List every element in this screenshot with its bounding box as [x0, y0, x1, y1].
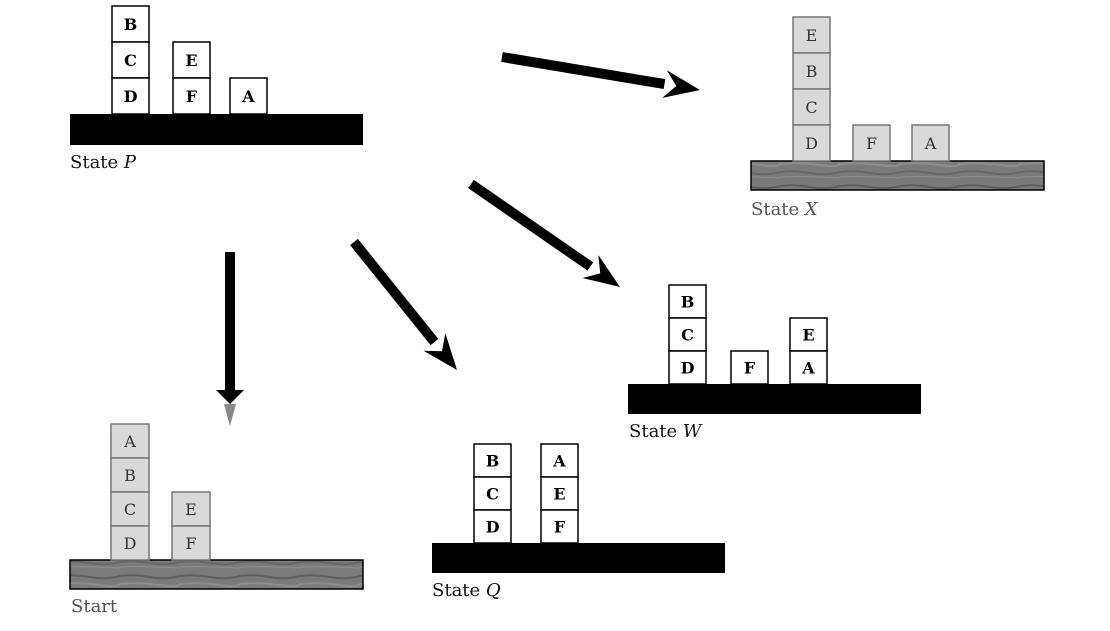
block-letter: C	[124, 500, 136, 519]
block-letter: D	[124, 87, 138, 106]
state-q-label: State Q	[432, 580, 501, 601]
state-w: BCD F EA	[628, 284, 921, 414]
block-letter: B	[681, 293, 695, 312]
block-letter: A	[552, 452, 566, 471]
state-w-label: State W	[629, 421, 701, 442]
block-b: B	[668, 284, 707, 319]
block-f: F	[730, 350, 769, 385]
table-surface	[69, 559, 364, 590]
block-letter: F	[744, 359, 756, 378]
start-state-label: Start	[71, 596, 117, 617]
table-surface	[432, 543, 725, 573]
block-a: A	[110, 423, 150, 459]
block-e: E	[540, 476, 579, 511]
state-q-label-name: Q	[485, 580, 501, 601]
block-letter: D	[486, 518, 500, 537]
block-c: C	[668, 317, 707, 352]
block-a: A	[229, 77, 268, 115]
state-q: BCD AEF	[432, 443, 725, 573]
block-letter: F	[866, 134, 877, 153]
start-state-label-prefix: Start	[71, 596, 118, 617]
arrows-layer	[216, 52, 700, 426]
arrow-p-to-x	[501, 52, 700, 98]
state-x-label-prefix: State	[751, 199, 800, 220]
block-letter: F	[185, 534, 196, 553]
table-surface	[628, 384, 921, 414]
block-letter: A	[801, 359, 815, 378]
state-q-label-prefix: State	[432, 580, 481, 601]
block-d: D	[792, 124, 831, 162]
block-f: F	[172, 77, 211, 115]
block-letter: B	[124, 15, 138, 34]
block-letter: B	[124, 466, 136, 485]
arrow-p-to-q	[350, 238, 457, 370]
block-letter: E	[806, 26, 818, 45]
block-letter: C	[124, 51, 137, 70]
block-c: C	[110, 491, 150, 527]
block-letter: E	[802, 326, 814, 345]
block-b: B	[111, 5, 150, 43]
block-letter: D	[681, 359, 695, 378]
block-e: E	[789, 317, 828, 352]
block-letter: B	[486, 452, 500, 471]
block-d: D	[668, 350, 707, 385]
state-x-label-name: X	[804, 199, 818, 220]
state-w-label-name: W	[682, 421, 702, 442]
block-d: D	[110, 525, 150, 561]
block-letter: C	[486, 485, 499, 504]
block-letter: C	[681, 326, 694, 345]
state-p: BCD EF A	[70, 5, 363, 145]
state-p-label-name: P	[123, 152, 137, 173]
block-letter: C	[805, 98, 817, 117]
block-letter: F	[186, 87, 198, 106]
block-d: D	[111, 77, 150, 115]
state-p-label: State P	[70, 152, 136, 173]
arrow-p-to-w	[468, 179, 620, 287]
block-c: C	[111, 41, 150, 79]
block-letter: B	[806, 62, 818, 81]
block-b: B	[792, 52, 831, 90]
block-c: C	[792, 88, 831, 126]
block-f: F	[852, 124, 891, 162]
block-c: C	[473, 476, 512, 511]
block-d: D	[473, 509, 512, 544]
block-e: E	[171, 491, 211, 527]
block-letter: D	[805, 134, 818, 153]
state-p-label-prefix: State	[70, 152, 119, 173]
block-letter: E	[185, 51, 197, 70]
block-letter: E	[185, 500, 197, 519]
table-surface	[70, 114, 363, 145]
block-letter: F	[554, 518, 566, 537]
block-a: A	[911, 124, 950, 162]
block-a: A	[540, 443, 579, 478]
block-b: B	[110, 457, 150, 493]
state-w-label-prefix: State	[629, 421, 678, 442]
arrow-p-to-start	[216, 252, 244, 426]
state-x-label: State X	[751, 199, 818, 220]
block-b: B	[473, 443, 512, 478]
block-letter: A	[123, 432, 136, 451]
block-e: E	[172, 41, 211, 79]
block-letter: A	[924, 134, 937, 153]
block-letter: E	[553, 485, 565, 504]
block-f: F	[171, 525, 211, 561]
block-e: E	[792, 16, 831, 54]
block-f: F	[540, 509, 579, 544]
table-surface	[750, 160, 1045, 191]
block-letter: A	[241, 87, 255, 106]
block-letter: D	[124, 534, 137, 553]
block-a: A	[789, 350, 828, 385]
